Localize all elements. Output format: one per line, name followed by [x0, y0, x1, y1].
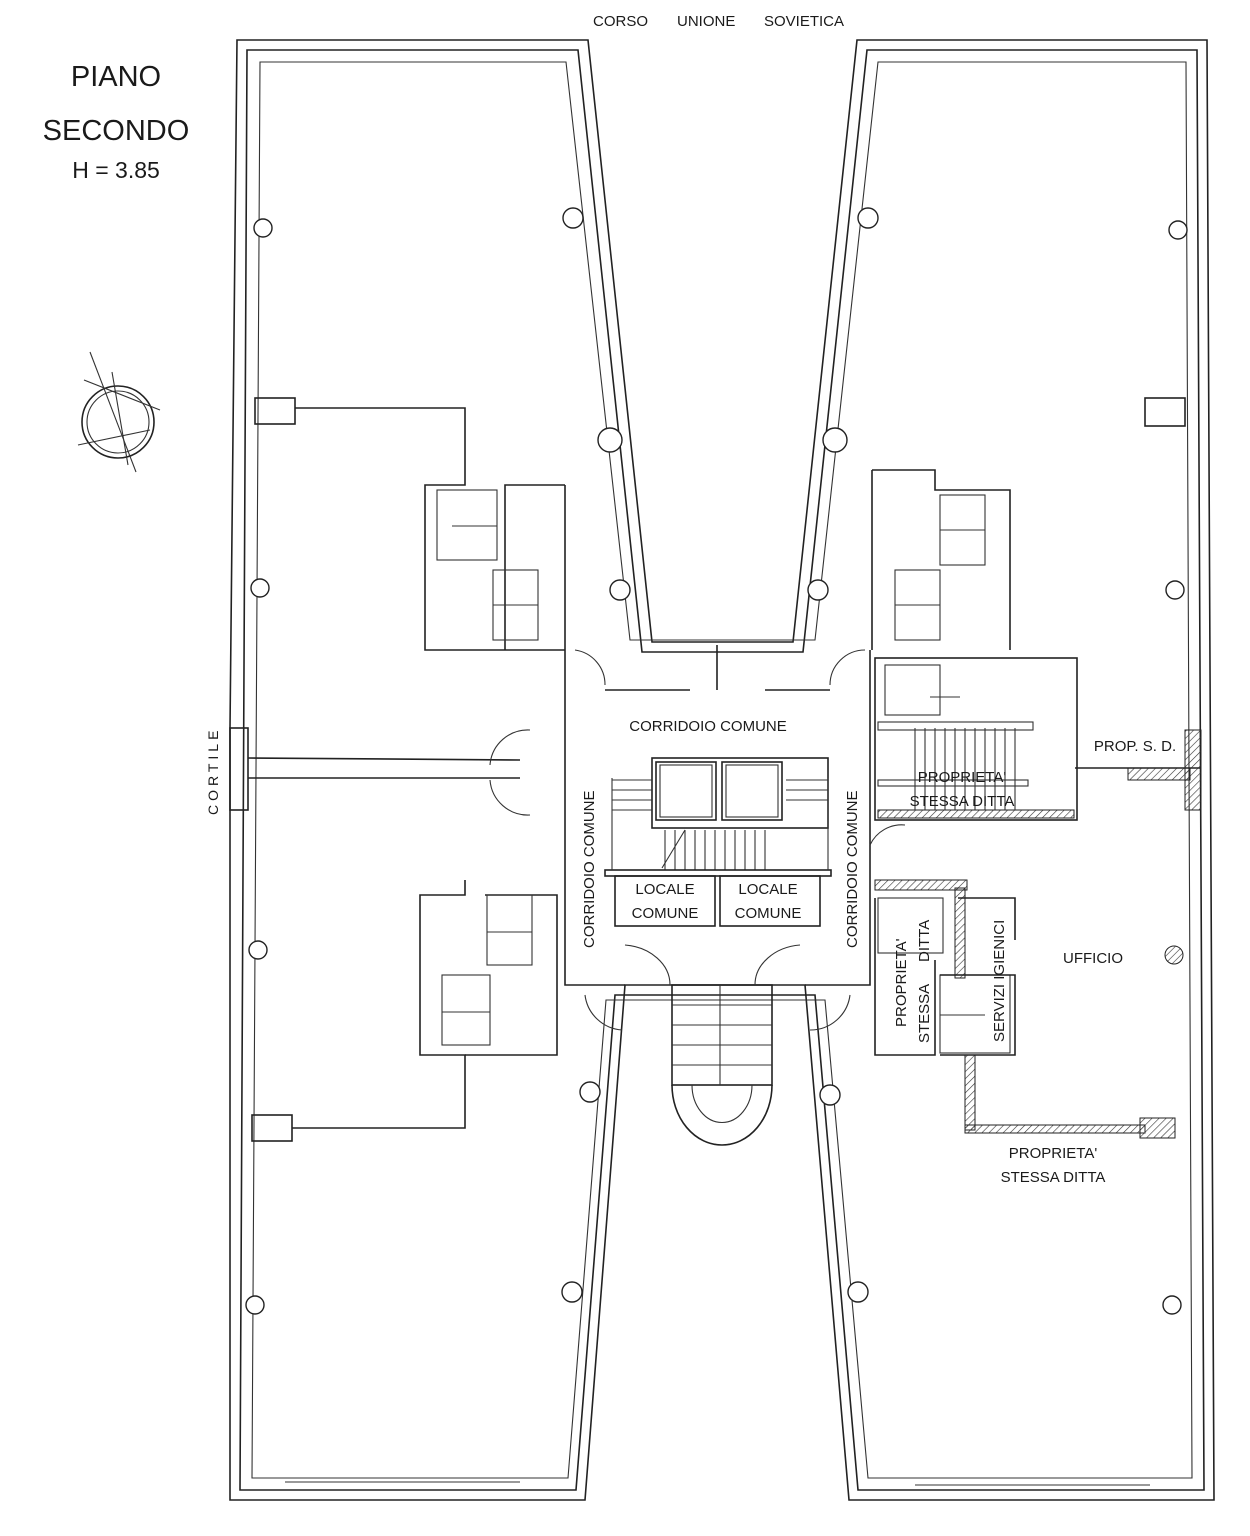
- label-corridoio-left: CORRIDOIO COMUNE: [581, 791, 598, 949]
- core-stair: [604, 778, 832, 877]
- door: [809, 994, 851, 1031]
- door: [489, 729, 531, 766]
- door: [574, 649, 606, 686]
- label-ufficio: UFFICIO: [1063, 950, 1123, 967]
- column: [847, 1281, 869, 1303]
- column: [248, 940, 268, 960]
- stair-treads: [914, 728, 1016, 810]
- label-prop-vertical-1: PROPRIETA': [893, 938, 910, 1027]
- label-prop-stair-1: PROPRIETA': [918, 769, 1007, 786]
- locale-comune-right: [719, 875, 821, 927]
- private-stair-block: [874, 657, 1078, 821]
- street-word-1: CORSO: [593, 13, 648, 30]
- door: [754, 944, 801, 986]
- label-prop-sd: PROP. S. D.: [1094, 738, 1176, 755]
- street-word-3: SOVIETICA: [764, 13, 844, 30]
- label-prop-vertical-2: STESSA: [916, 984, 933, 1043]
- label-prop-stair-2: STESSA DITTA: [910, 793, 1015, 810]
- column: [857, 207, 879, 229]
- column: [253, 218, 273, 238]
- office-area: [874, 879, 1176, 1139]
- floor-title: PIANO SECONDO H = 3.85: [43, 61, 190, 183]
- column: [1168, 220, 1188, 240]
- street-name: CORSO UNIONE SOVIETICA: [593, 13, 844, 30]
- label-prop-vertical-3: DITTA: [916, 920, 933, 962]
- label-prop-bottom-2: STESSA DITTA: [1001, 1169, 1106, 1186]
- label-cortile: CORTILE: [205, 727, 221, 815]
- door: [489, 779, 531, 816]
- door: [869, 824, 906, 846]
- label-corridoio-right: CORRIDOIO COMUNE: [844, 791, 861, 949]
- column: [561, 1281, 583, 1303]
- label-servizi: SERVIZI IGIENICI: [991, 920, 1008, 1042]
- column: [1165, 580, 1185, 600]
- column: [579, 1081, 601, 1103]
- lower-stair: [671, 984, 773, 1146]
- label-locale-right-2: COMUNE: [735, 905, 802, 922]
- title-line2: SECONDO: [43, 115, 190, 147]
- column: [807, 579, 829, 601]
- column: [250, 578, 270, 598]
- elevators: [651, 757, 829, 829]
- left-upper-rooms: [254, 397, 566, 651]
- column: [1164, 945, 1184, 965]
- columns: [245, 207, 1188, 1315]
- column: [562, 207, 584, 229]
- north-arrow-icon: [77, 351, 161, 473]
- left-lower-rooms: [251, 880, 558, 1142]
- column: [1162, 1295, 1182, 1315]
- cortile-passage: [229, 727, 1202, 811]
- label-locale-left-1: LOCALE: [635, 881, 694, 898]
- label-locale-right-1: LOCALE: [738, 881, 797, 898]
- door: [624, 944, 671, 986]
- locale-comune-left: [614, 875, 716, 927]
- column: [245, 1295, 265, 1315]
- label-locale-left-2: COMUNE: [632, 905, 699, 922]
- door: [829, 649, 866, 686]
- label-prop-bottom-1: PROPRIETA': [1009, 1145, 1098, 1162]
- right-upper-rooms: [871, 397, 1186, 650]
- building-outline: [229, 39, 1215, 1501]
- street-word-2: UNIONE: [677, 13, 735, 30]
- central-core: [489, 645, 906, 1146]
- column: [819, 1084, 841, 1106]
- label-corridoio-top: CORRIDOIO COMUNE: [629, 718, 787, 735]
- floor-height: H = 3.85: [72, 157, 160, 183]
- column: [609, 579, 631, 601]
- door: [584, 994, 623, 1031]
- title-line1: PIANO: [71, 61, 161, 93]
